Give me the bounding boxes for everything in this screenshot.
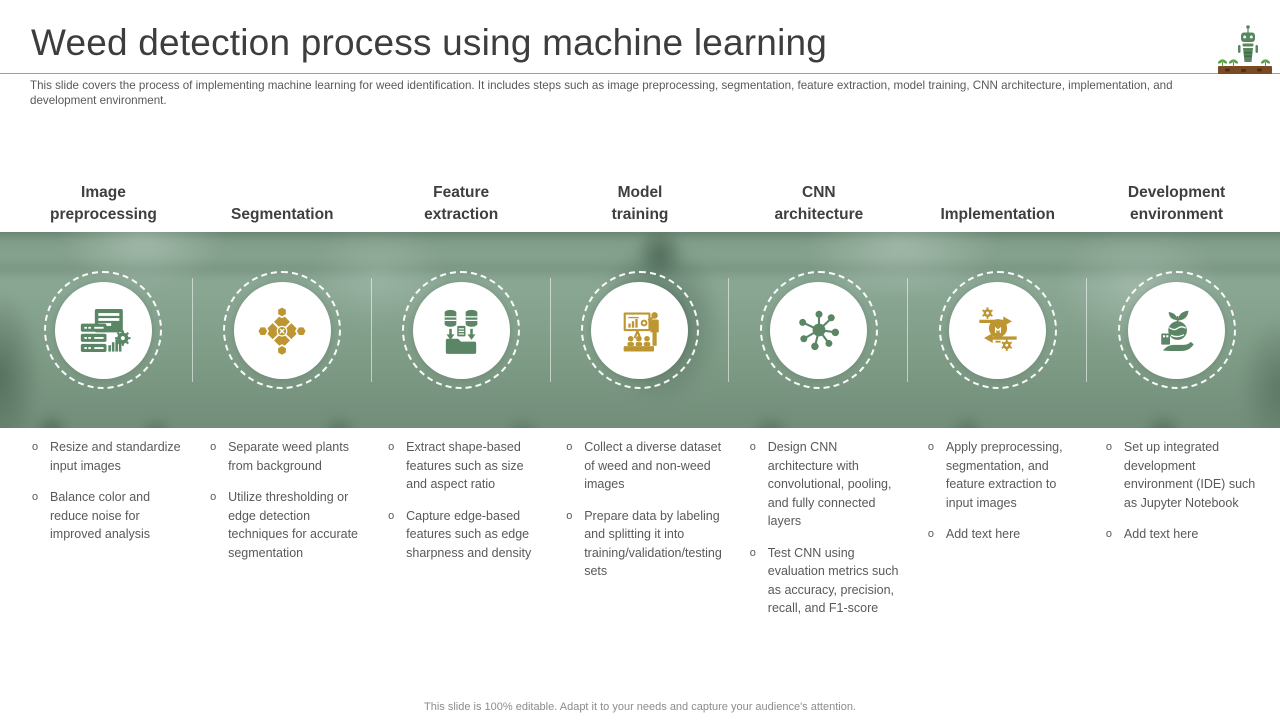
bullets-development-environment: Set up integrated development environmen… bbox=[1088, 438, 1266, 557]
bullet-list: Resize and standardize input imagesBalan… bbox=[28, 438, 182, 544]
database-to-folder-icon bbox=[444, 309, 478, 354]
column-title-label: CNN architecture bbox=[774, 184, 864, 223]
bullet-item: Extract shape-based features such as siz… bbox=[384, 438, 538, 494]
bullet-item: Set up integrated development environmen… bbox=[1102, 438, 1256, 512]
dashed-circle bbox=[44, 271, 163, 389]
column-title-label: Image preprocessing bbox=[50, 184, 157, 223]
bullets-implementation: Apply preprocessing, segmentation, and f… bbox=[910, 438, 1088, 557]
robot-seedlings-icon bbox=[1216, 19, 1274, 77]
bullet-list: Apply preprocessing, segmentation, and f… bbox=[924, 438, 1078, 544]
step-cell-model-training bbox=[551, 232, 730, 428]
icon-disc bbox=[412, 281, 510, 379]
dashed-circle bbox=[402, 271, 521, 389]
servers-chart-gear-icon bbox=[81, 309, 131, 353]
editable-note: This slide is 100% editable. Adapt it to… bbox=[424, 701, 856, 713]
step-cell-cnn-architecture bbox=[729, 232, 909, 428]
icon-disc bbox=[949, 281, 1047, 379]
bullets-model-training: Collect a diverse dataset of weed and no… bbox=[548, 438, 732, 594]
step-cell-segmentation bbox=[193, 232, 372, 428]
column-title-cnn-architecture: CNN architecture bbox=[729, 182, 908, 228]
segmentation-diamond-icon bbox=[256, 305, 308, 357]
column-title-image-preprocessing: Image preprocessing bbox=[14, 182, 193, 228]
bullet-columns: Resize and standardize input imagesBalan… bbox=[14, 438, 1266, 631]
column-title-feature-extraction: Feature extraction bbox=[372, 182, 551, 228]
step-cell-image-preprocessing bbox=[14, 232, 193, 428]
bullet-item: Balance color and reduce noise for impro… bbox=[28, 488, 182, 544]
icon-disc bbox=[591, 281, 689, 379]
bullet-item: Add text here bbox=[924, 525, 1078, 544]
hand-globe-plant-icon bbox=[1160, 310, 1194, 351]
icon-disc bbox=[1128, 281, 1226, 379]
step-cell-implementation bbox=[908, 232, 1087, 428]
dashed-circle bbox=[759, 271, 878, 389]
bullet-item: Utilize thresholding or edge detection t… bbox=[206, 488, 360, 562]
bullet-item: Test CNN using evaluation metrics such a… bbox=[746, 544, 900, 618]
network-nodes-icon bbox=[799, 310, 839, 351]
slide-header: Weed detection process using machine lea… bbox=[0, 0, 1280, 74]
robot-seedlings-icon bbox=[1217, 25, 1272, 74]
process-band bbox=[0, 232, 1280, 428]
bullets-cnn-architecture: Design CNN architecture with convolution… bbox=[732, 438, 910, 631]
bullet-list: Design CNN architecture with convolution… bbox=[746, 438, 900, 618]
bullet-item: Apply preprocessing, segmentation, and f… bbox=[924, 438, 1078, 512]
bullet-item: Add text here bbox=[1102, 525, 1256, 544]
dashed-circle bbox=[1117, 271, 1236, 389]
bullets-image-preprocessing: Resize and standardize input imagesBalan… bbox=[14, 438, 192, 557]
step-cell-development-environment bbox=[1087, 232, 1266, 428]
bulb-gears-arrows-icon bbox=[979, 307, 1017, 351]
bullet-list: Collect a diverse dataset of weed and no… bbox=[562, 438, 722, 581]
dashed-circle bbox=[938, 271, 1057, 389]
icon-disc bbox=[770, 281, 868, 379]
bullet-item: Resize and standardize input images bbox=[28, 438, 182, 475]
bullet-item: Prepare data by labeling and splitting i… bbox=[562, 507, 722, 581]
column-title-label: Segmentation bbox=[231, 206, 334, 223]
icon-disc bbox=[233, 281, 331, 379]
bullet-list: Set up integrated development environmen… bbox=[1102, 438, 1256, 544]
column-title-label: Implementation bbox=[940, 206, 1055, 223]
bullet-item: Design CNN architecture with convolution… bbox=[746, 438, 900, 531]
bullets-feature-extraction: Extract shape-based features such as siz… bbox=[370, 438, 548, 575]
dashed-circle bbox=[223, 271, 342, 389]
icon-row bbox=[14, 232, 1266, 428]
column-title-label: Feature extraction bbox=[424, 184, 499, 223]
bullets-segmentation: Separate weed plants from backgroundUtil… bbox=[192, 438, 370, 575]
slide-description: This slide covers the process of impleme… bbox=[30, 79, 1173, 107]
column-title-label: Development environment bbox=[1127, 184, 1226, 223]
bullet-list: Extract shape-based features such as siz… bbox=[384, 438, 538, 562]
bullet-list: Separate weed plants from backgroundUtil… bbox=[206, 438, 360, 562]
bullet-item: Separate weed plants from background bbox=[206, 438, 360, 475]
presenter-training-icon bbox=[623, 312, 659, 352]
step-cell-feature-extraction bbox=[372, 232, 551, 428]
page-title: Weed detection process using machine lea… bbox=[31, 22, 828, 63]
dashed-circle bbox=[580, 271, 699, 389]
icon-disc bbox=[54, 281, 152, 379]
column-title-development-environment: Development environment bbox=[1087, 182, 1266, 228]
column-title-model-training: Model training bbox=[551, 182, 730, 228]
bullet-item: Collect a diverse dataset of weed and no… bbox=[562, 438, 722, 494]
column-title-implementation: Implementation bbox=[908, 204, 1087, 228]
bullet-item: Capture edge-based features such as edge… bbox=[384, 507, 538, 563]
column-title-label: Model training bbox=[611, 184, 669, 223]
column-title-segmentation: Segmentation bbox=[193, 204, 372, 228]
